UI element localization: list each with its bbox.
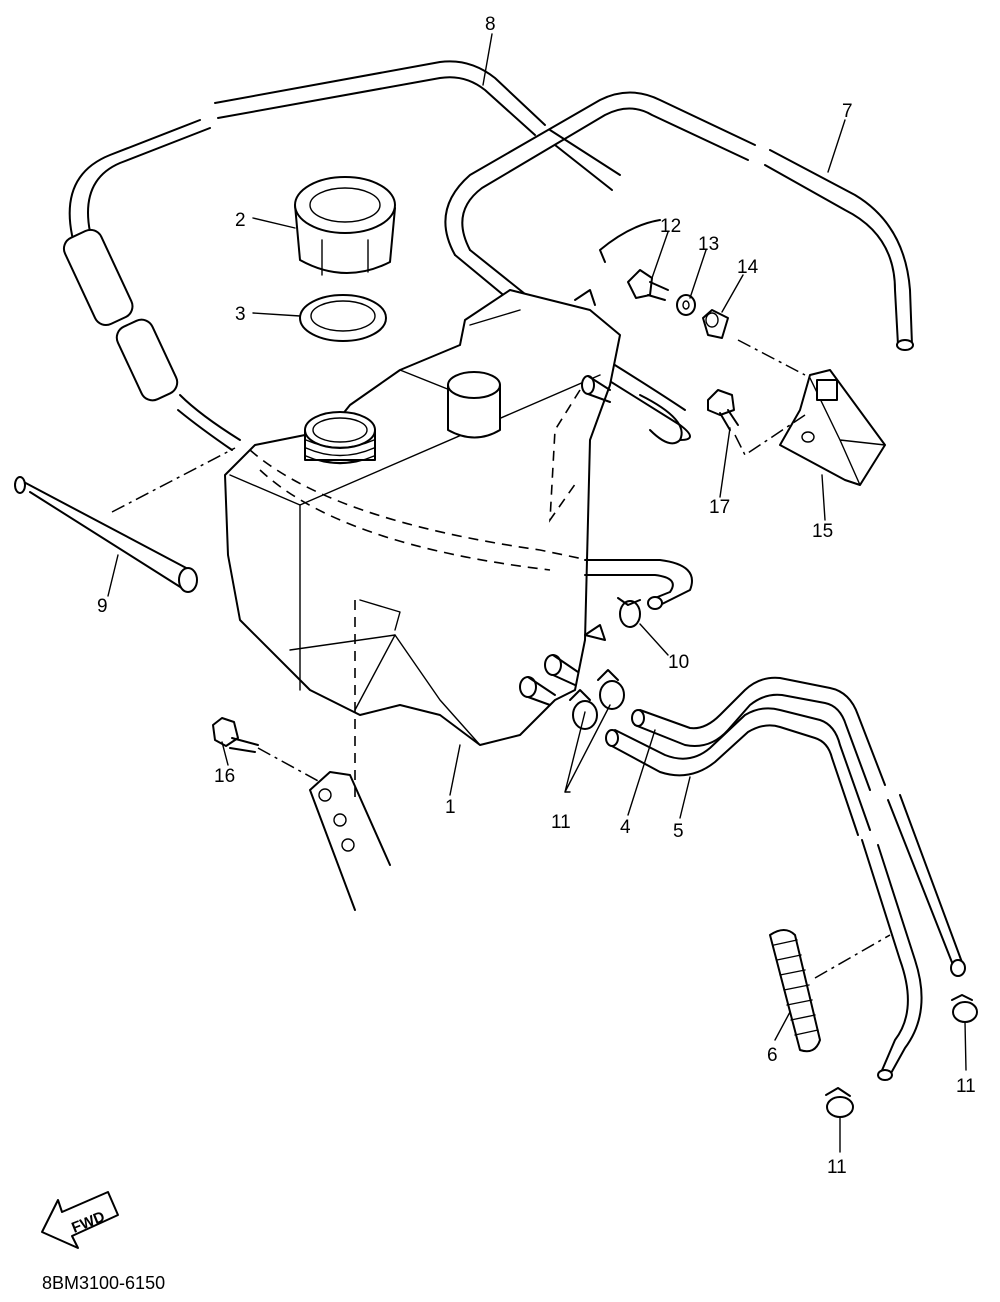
- frame-section: [309, 771, 391, 911]
- callout-11-right: 11: [956, 1076, 976, 1097]
- clamp-11-right: [951, 994, 978, 1023]
- hose-4: [631, 676, 886, 791]
- bolt-16: [212, 717, 321, 783]
- callout-7: 7: [842, 101, 853, 122]
- cap-gasket: [299, 294, 387, 342]
- clamp-11-bottom: [825, 1087, 854, 1118]
- bracket-15: [779, 369, 886, 486]
- callout-10: 10: [668, 652, 689, 673]
- callout-16: 16: [214, 766, 235, 787]
- callout-9: 9: [97, 596, 108, 617]
- callout-numbers: 8 7 2 3 12 13 14 17 15 9 10 16 1 11 4 5 …: [97, 14, 976, 1178]
- protector-6: [769, 929, 891, 1053]
- tank-second-neck: [447, 371, 501, 439]
- bolt-12: [627, 269, 669, 301]
- hose-7: [444, 91, 914, 445]
- hose-lower-right: [861, 794, 966, 1081]
- diagram-code: 8BM3100-6150: [42, 1273, 165, 1293]
- callout-3: 3: [235, 304, 246, 325]
- callout-5: 5: [673, 821, 684, 842]
- clip-10: [617, 597, 641, 628]
- hose-8: [62, 60, 621, 451]
- tank-filler-neck: [304, 411, 376, 465]
- callout-14: 14: [737, 257, 759, 278]
- callout-4: 4: [620, 817, 631, 838]
- washer-13: [676, 294, 696, 316]
- hose-5: [605, 707, 871, 836]
- bolt-17: [707, 389, 806, 457]
- clamps-11-upper: [569, 669, 625, 730]
- callout-11-bottom: 11: [827, 1157, 847, 1178]
- callout-13: 13: [698, 234, 719, 255]
- tank-cap: [294, 176, 396, 276]
- callout-2: 2: [235, 210, 246, 231]
- callout-1: 1: [445, 797, 456, 818]
- callout-12: 12: [660, 216, 681, 237]
- forward-arrow: FWD: [41, 1191, 119, 1249]
- oil-tank: [224, 289, 693, 800]
- callout-15: 15: [812, 521, 833, 542]
- callout-17: 17: [709, 497, 730, 518]
- callout-8: 8: [485, 14, 496, 35]
- callout-6: 6: [767, 1045, 778, 1066]
- hose-9: [14, 447, 236, 593]
- collar-14: [702, 309, 729, 339]
- leader-lines: [107, 33, 967, 1153]
- callout-11-upper: 11: [551, 812, 571, 833]
- tank-fittings: [519, 289, 611, 706]
